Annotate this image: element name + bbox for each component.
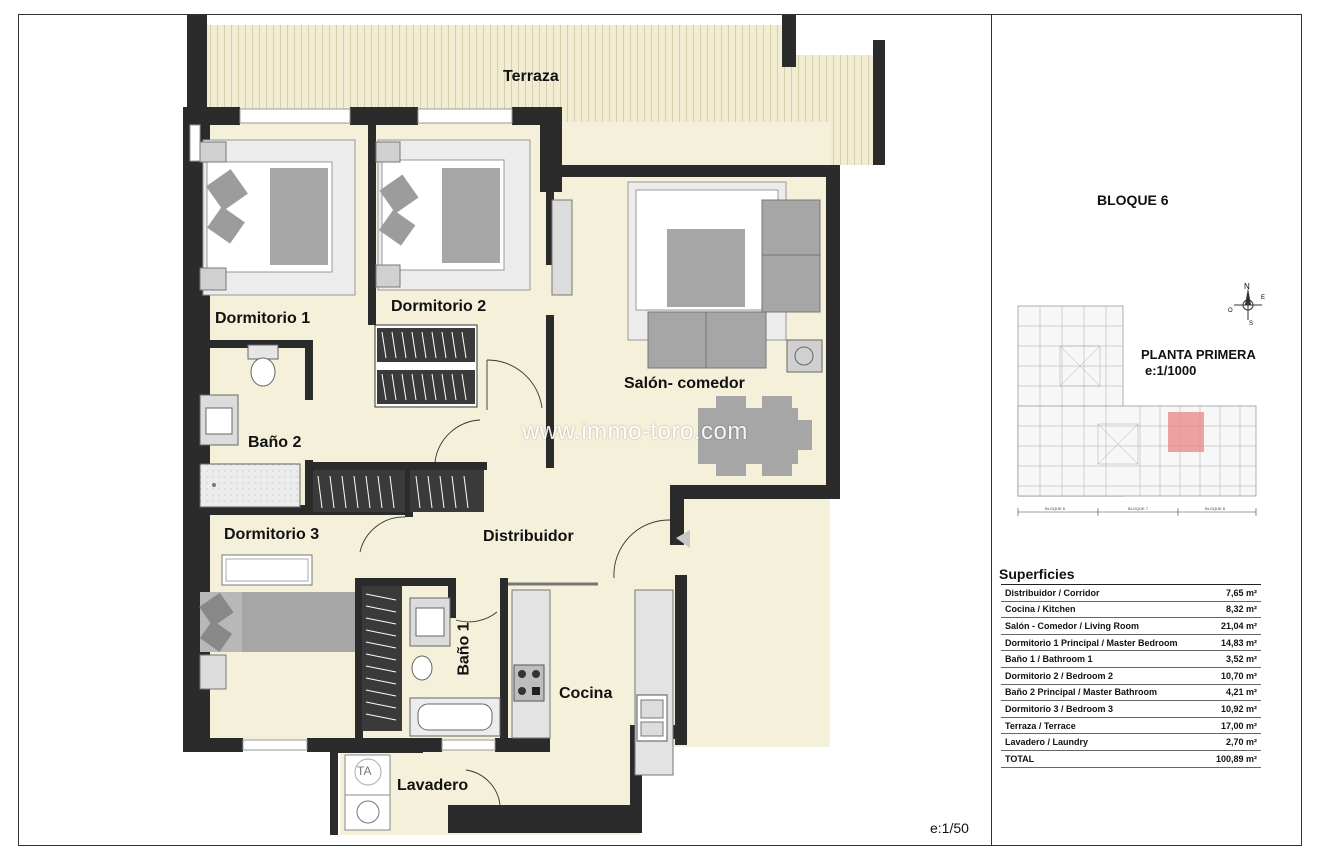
- superficies-title: Superficies: [999, 566, 1075, 582]
- room-label-dormitorio-2: Dormitorio 2: [391, 298, 487, 315]
- surface-value: 7,65 m²: [1205, 584, 1261, 602]
- room-label-bano-2: Baño 2: [248, 434, 302, 451]
- watermark: www.immo-toro.com: [522, 418, 748, 445]
- surface-value: 21,04 m²: [1205, 617, 1261, 635]
- compass-s: S: [1249, 321, 1253, 326]
- surface-name: Baño 1 / Bathroom 1: [1001, 650, 1206, 668]
- bed-dormitorio-1: [199, 139, 356, 296]
- laundry-fixtures: [344, 754, 391, 831]
- compass-e: E: [1261, 295, 1265, 301]
- appliance-label: TA: [357, 764, 372, 778]
- floor-scale: e:1/1000: [1145, 363, 1197, 378]
- surface-name: Dormitorio 3 / Bedroom 3: [1001, 700, 1206, 718]
- bed-dormitorio-2: [375, 139, 531, 291]
- surface-value: 14,83 m²: [1205, 634, 1261, 652]
- site-map: BLOQUE 6 BLOQUE 7 BLOQUE 8: [1017, 305, 1257, 516]
- drawing-frame: [18, 14, 1302, 846]
- entrance-arrow-icon: [676, 530, 690, 548]
- room-label-salon-comedor: Salón- comedor: [624, 375, 745, 392]
- room-label-distribuidor: Distribuidor: [483, 528, 574, 545]
- room-label-terraza: Terraza: [503, 68, 559, 85]
- compass-o: O: [1228, 308, 1233, 314]
- site-map-block-8: BLOQUE 8: [1205, 506, 1226, 511]
- living-room-furniture: [551, 181, 823, 476]
- surface-value: 100,89 m²: [1205, 750, 1261, 768]
- surface-value: 4,21 m²: [1205, 684, 1261, 702]
- compass-n: N: [1244, 282, 1250, 291]
- room-label-dormitorio-3: Dormitorio 3: [224, 526, 320, 543]
- surface-name: Terraza / Terrace: [1001, 717, 1206, 735]
- panel-divider: [991, 14, 992, 846]
- door-swings: [359, 359, 671, 806]
- surface-value: 10,92 m²: [1205, 700, 1261, 718]
- surface-value: 2,70 m²: [1205, 733, 1261, 751]
- compass-icon: N E S O: [1228, 282, 1265, 326]
- surface-name: Distribuidor / Corridor: [1001, 584, 1206, 602]
- bed-dormitorio-3: [199, 554, 355, 690]
- room-label-bano-1: Baño 1: [455, 622, 473, 676]
- block-title: BLOQUE 6: [1097, 192, 1169, 208]
- room-label-lavadero: Lavadero: [397, 777, 469, 794]
- site-map-block-6: BLOQUE 6: [1045, 506, 1066, 511]
- surface-name: Dormitorio 2 / Bedroom 2: [1001, 667, 1206, 685]
- surface-name: Cocina / Kitchen: [1001, 601, 1206, 619]
- surface-name: Baño 2 Principal / Master Bathroom: [1001, 684, 1206, 702]
- surface-value: 17,00 m²: [1205, 717, 1261, 735]
- windows: [189, 108, 513, 751]
- room-label-cocina: Cocina: [559, 685, 613, 702]
- kitchen-fixtures: [508, 582, 674, 776]
- surface-value: 8,32 m²: [1205, 601, 1261, 619]
- bathroom-2-fixtures: [199, 344, 301, 508]
- surface-name: Lavadero / Laundry: [1001, 733, 1206, 751]
- site-map-block-7: BLOQUE 7: [1128, 506, 1149, 511]
- surface-name: Salón - Comedor / Living Room: [1001, 617, 1206, 635]
- room-label-dormitorio-1: Dormitorio 1: [215, 310, 311, 327]
- surface-value: 10,70 m²: [1205, 667, 1261, 685]
- surface-name: Dormitorio 1 Principal / Master Bedroom: [1001, 634, 1206, 652]
- floor-name: PLANTA PRIMERA: [1141, 347, 1256, 362]
- surface-name: TOTAL: [1001, 750, 1206, 768]
- wardrobes: [313, 324, 484, 731]
- surface-value: 3,52 m²: [1205, 650, 1261, 668]
- bathroom-1-fixtures: [409, 597, 501, 737]
- plan-scale: e:1/50: [930, 820, 969, 836]
- highlighted-unit: [1168, 412, 1204, 452]
- floor-title: PLANTA PRIMERA e:1/1000: [1141, 347, 1256, 379]
